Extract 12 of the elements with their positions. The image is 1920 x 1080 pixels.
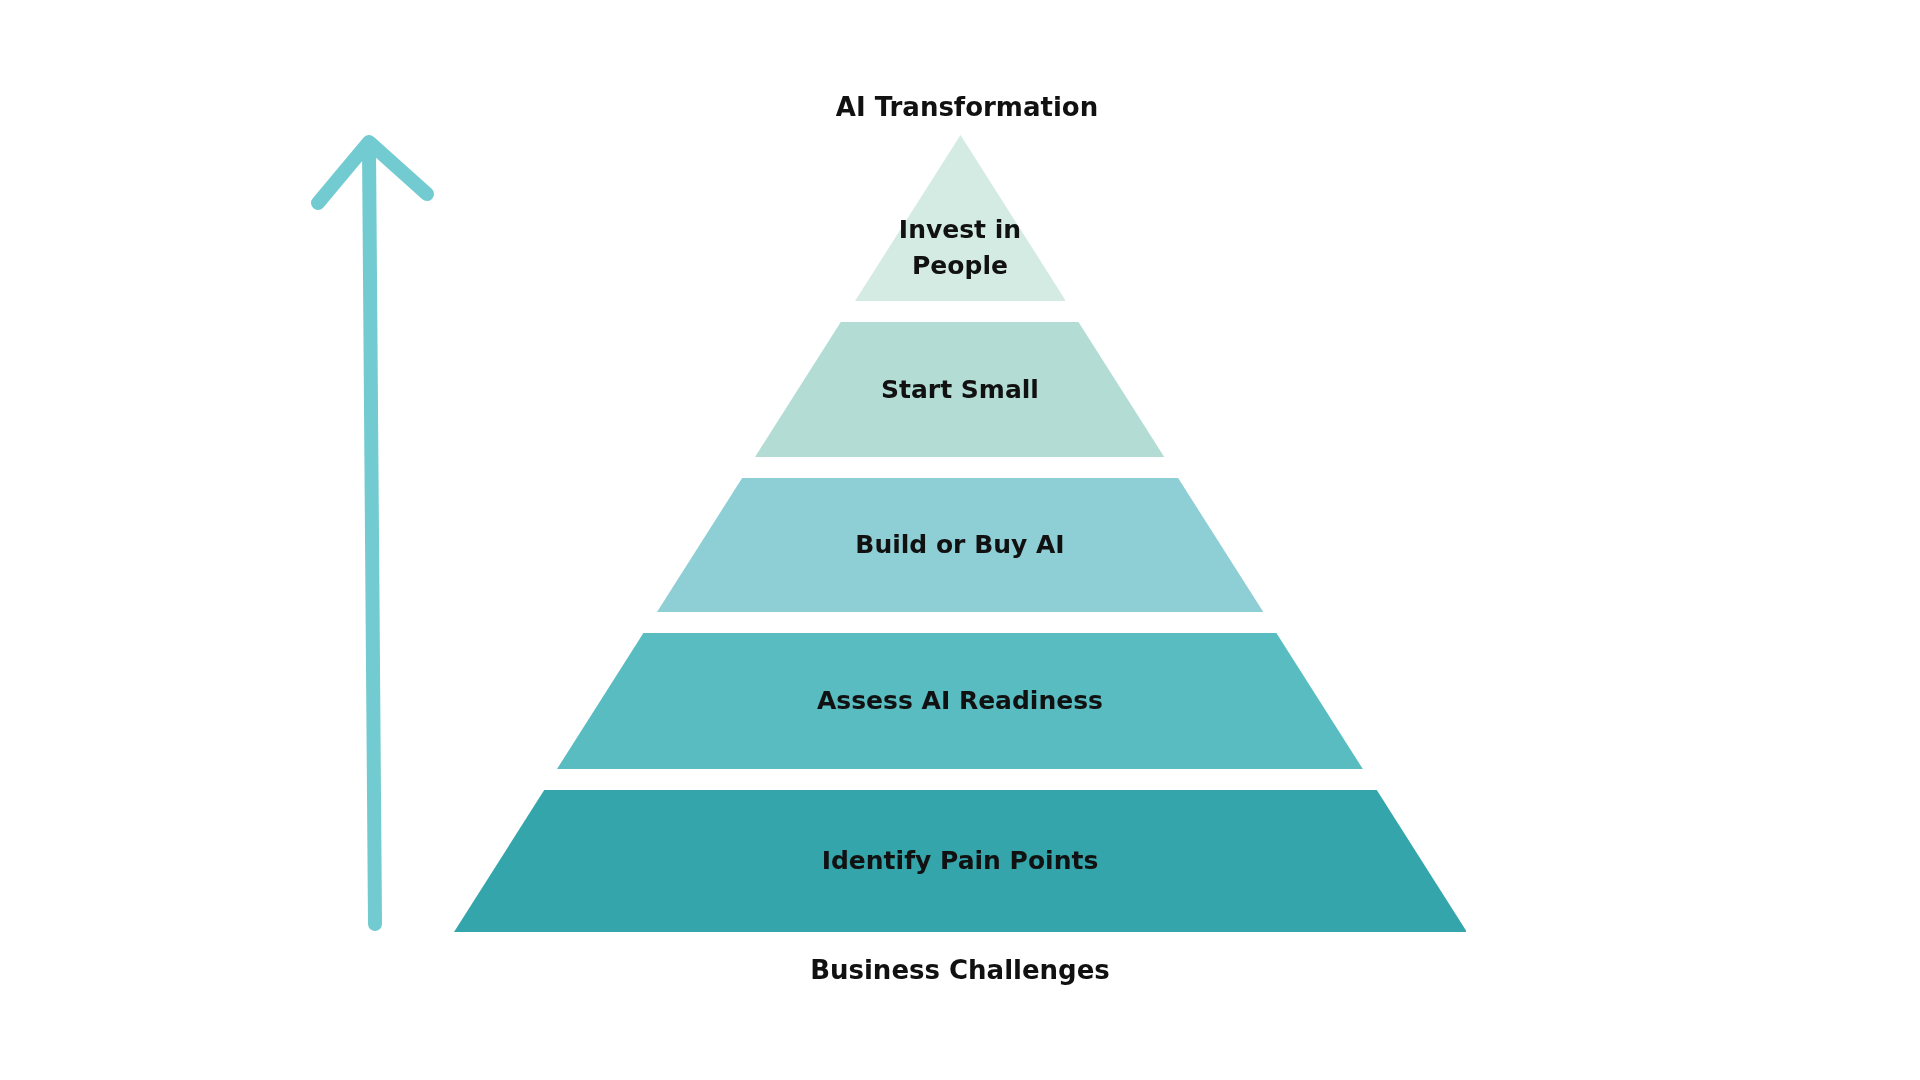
layer-label: Identify Pain Points xyxy=(821,845,1099,877)
layer-label: Build or Buy AI xyxy=(855,529,1065,561)
pyramid-layer xyxy=(453,790,1467,932)
layer-label: Start Small xyxy=(881,373,1039,406)
pyramid-layer xyxy=(557,633,1363,769)
pyramid-layer xyxy=(656,478,1264,612)
pyramid-top-label: AI Transformation xyxy=(835,92,1099,122)
layer-label: Invest in People xyxy=(897,213,1023,282)
layer-label: Assess AI Readiness xyxy=(817,685,1103,717)
pyramid-layer xyxy=(755,322,1165,457)
pyramid-top-triangle xyxy=(854,135,1066,301)
pyramid-base-label: Business Challenges xyxy=(810,955,1110,985)
